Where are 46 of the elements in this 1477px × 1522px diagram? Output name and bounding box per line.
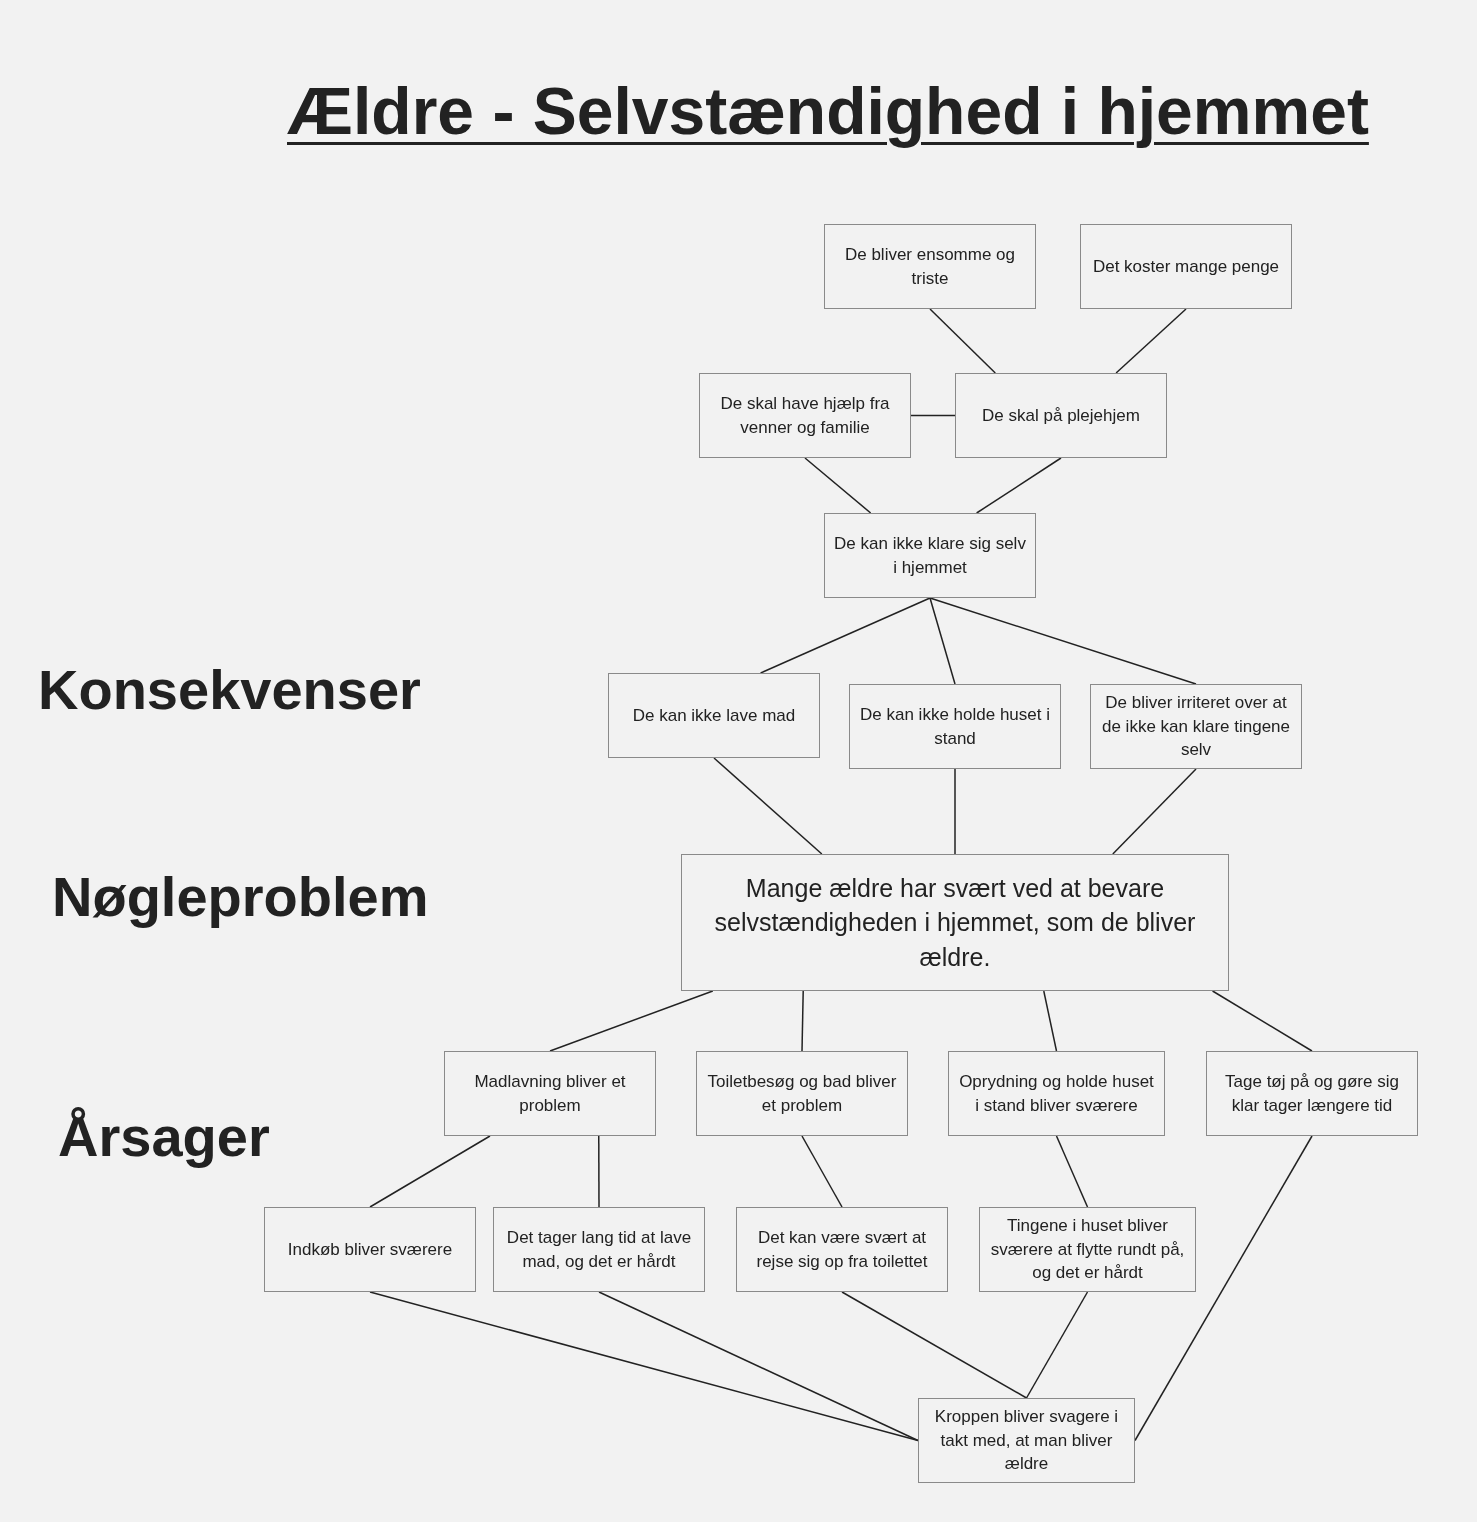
connector-line [549,990,714,1052]
connector-line [598,1291,919,1442]
text-box: Indkøb bliver sværere [264,1207,476,1292]
connector-line [1043,990,1058,1052]
text-box: De kan ikke lave mad [608,673,820,758]
text-box: De kan ikke holde huset i stand [849,684,1061,769]
text-box: De kan ikke klare sig selv i hjemmet [824,513,1036,598]
connector-line [598,1135,600,1208]
section-heading: Konsekvenser [38,657,421,723]
text-box: Oprydning og holde huset i stand bliver sværere [948,1051,1165,1136]
section-heading: Nøgleproblem [52,864,429,930]
connector-line [1115,308,1187,374]
text-box: Tingene i huset bliver sværere at flytte rundt på, og det er hårdt [979,1207,1196,1292]
connector-line [713,757,823,855]
connector-line [1112,768,1197,855]
text-box: De skal på plejehjem [955,373,1167,458]
title: Ældre - Selvstændighed i hjemmet [287,73,1369,150]
connector-line [929,597,956,685]
text-box: Det kan være svært at rejse sig op fra toilettet [736,1207,948,1292]
text-box: Det koster mange penge [1080,224,1292,309]
connector-line [1025,1291,1089,1399]
text-box: Madlavning bliver et problem [444,1051,656,1136]
text-box: De bliver irriteret over at de ikke kan klare tingene selv [1090,684,1302,769]
text-box: Kroppen bliver svagere i takt med, at man bliver ældre [918,1398,1135,1483]
text-box: Det tager lang tid at lave mad, og det er hårdt [493,1207,705,1292]
text-box: De skal have hjælp fra venner og familie [699,373,911,458]
connector-line [929,597,1197,685]
connector-line [929,308,997,374]
connector-line [801,990,804,1052]
connector-line [369,1291,919,1442]
text-box: De bliver ensomme og triste [824,224,1036,309]
text-box: Tage tøj på og gøre sig klar tager længere tid [1206,1051,1418,1136]
text-box: Mange ældre har svært ved at bevare selvstændigheden i hjemmet, som de bliver ældre. [681,854,1229,991]
connector-line [954,768,956,855]
connector-line [841,1291,1028,1399]
connector-line [369,1135,491,1208]
connector-line [1134,1135,1313,1442]
connector-line [1211,990,1313,1052]
connector-line [1055,1135,1089,1208]
connector-line [975,457,1062,514]
connector-line [804,457,872,514]
connector-line [759,597,931,674]
connector-line [910,414,956,417]
section-heading: Årsager [58,1104,270,1170]
text-box: Toiletbesøg og bad bliver et problem [696,1051,908,1136]
connector-line [801,1135,843,1208]
